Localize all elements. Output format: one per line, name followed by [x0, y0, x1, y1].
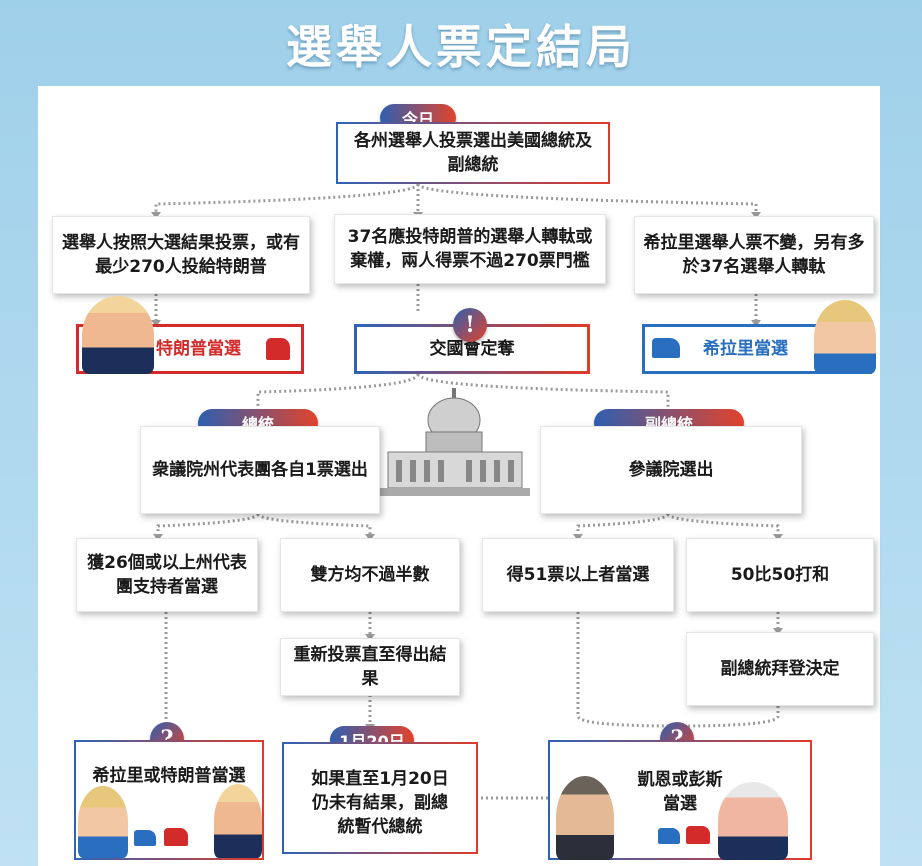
- revote-box: 重新投票直至得出結果: [280, 638, 460, 696]
- clinton-portrait: [814, 300, 876, 374]
- mid-case-box: 37名應投特朗普的選舉人轉軚或棄權，兩人得票不過270票門檻: [334, 214, 606, 284]
- donkey-small-icon-2: [658, 828, 680, 844]
- no-majority-box: 雙方均不過半數: [280, 538, 460, 612]
- right-case-box: 希拉里選舉人票不變，另有多於37名選舉人轉軚: [634, 216, 874, 294]
- biden-decide-box: 副總統拜登決定: [686, 632, 874, 706]
- page-title: 選舉人票定結局: [286, 20, 636, 74]
- start-box: 各州選舉人投票選出美國總統及副總統: [336, 122, 610, 184]
- acting-president-box: 如果直至1月20日仍未有結果，副總統暫代總統: [282, 742, 478, 854]
- senate-box: 參議院選出: [540, 426, 802, 514]
- alert-icon: !: [453, 308, 487, 342]
- vp-tie-box: 50比50打和: [686, 538, 874, 612]
- house-box: 衆議院州代表團各自1票選出: [140, 426, 380, 514]
- clinton-win-label: 希拉里當選: [703, 339, 788, 359]
- today-pill: 今日: [380, 104, 456, 132]
- president-win-box: 獲26個或以上州代表團支持者當選: [76, 538, 258, 612]
- elephant-small-icon-2: [686, 826, 710, 844]
- trump-portrait: [82, 296, 154, 374]
- elephant-icon: [266, 338, 290, 360]
- jan20-pill: 1月20日: [330, 726, 414, 754]
- question-icon-2: ?: [660, 722, 694, 756]
- vp-win-box: 得51票以上者當選: [482, 538, 674, 612]
- flowchart-panel: 今日 各州選舉人投票選出美國總統及副總統 選舉人按照大選結果投票，或有最少270…: [38, 86, 880, 866]
- vp-result-label: 凱恩或彭斯當選: [637, 770, 723, 814]
- trump-win-label: 特朗普當選: [156, 339, 241, 359]
- trump-small-portrait: [214, 784, 262, 858]
- donkey-small-icon: [134, 830, 156, 846]
- capitol-icon: [380, 388, 530, 496]
- elephant-small-icon: [164, 828, 188, 846]
- clinton-small-portrait: [78, 786, 128, 858]
- kaine-portrait: [556, 776, 614, 860]
- president-result-label: 希拉里或特朗普當選: [92, 766, 246, 786]
- left-case-box: 選舉人按照大選結果投票，或有最少270人投給特朗普: [52, 216, 310, 294]
- question-icon: ?: [150, 722, 184, 756]
- pence-portrait: [718, 782, 788, 860]
- donkey-icon: [652, 338, 680, 358]
